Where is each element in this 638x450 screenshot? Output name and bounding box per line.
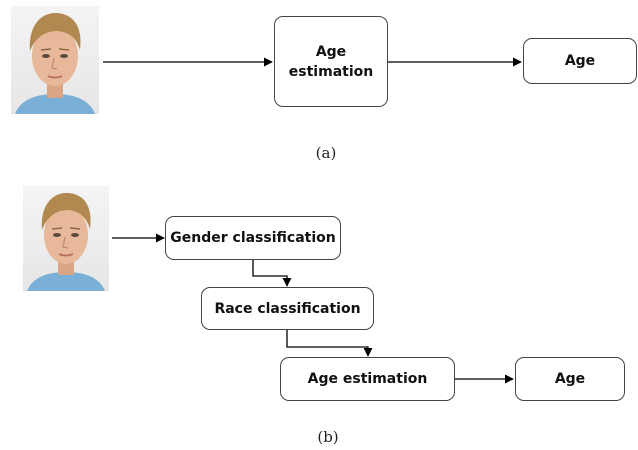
age-box-b: Age	[515, 357, 625, 401]
age-estimation-box-b: Age estimation	[280, 357, 455, 401]
race-classification-box: Race classification	[201, 287, 374, 330]
age-estimation-label-a: Age estimation	[289, 42, 373, 82]
caption-b: (b)	[317, 428, 339, 446]
gender-classification-box: Gender classification	[165, 216, 341, 260]
age-label-b: Age	[554, 371, 586, 387]
age-estimation-label-a-line1: Age	[315, 43, 347, 60]
age-label-a: Age	[564, 53, 596, 69]
age-estimation-label-b: Age estimation	[307, 371, 428, 387]
gender-classification-label: Gender classification	[170, 230, 336, 246]
age-estimation-label-a-line2: estimation	[288, 63, 374, 80]
arrow-gender-to-race-b	[252, 260, 292, 287]
age-estimation-box-a: Age estimation	[274, 16, 388, 107]
face-photo-a	[11, 6, 99, 114]
caption-a: (a)	[315, 144, 337, 162]
arrow-race-to-age-estimation-b	[286, 330, 373, 357]
age-box-a: Age	[523, 38, 637, 84]
face-photo-b	[23, 186, 109, 291]
race-classification-label: Race classification	[214, 300, 361, 317]
